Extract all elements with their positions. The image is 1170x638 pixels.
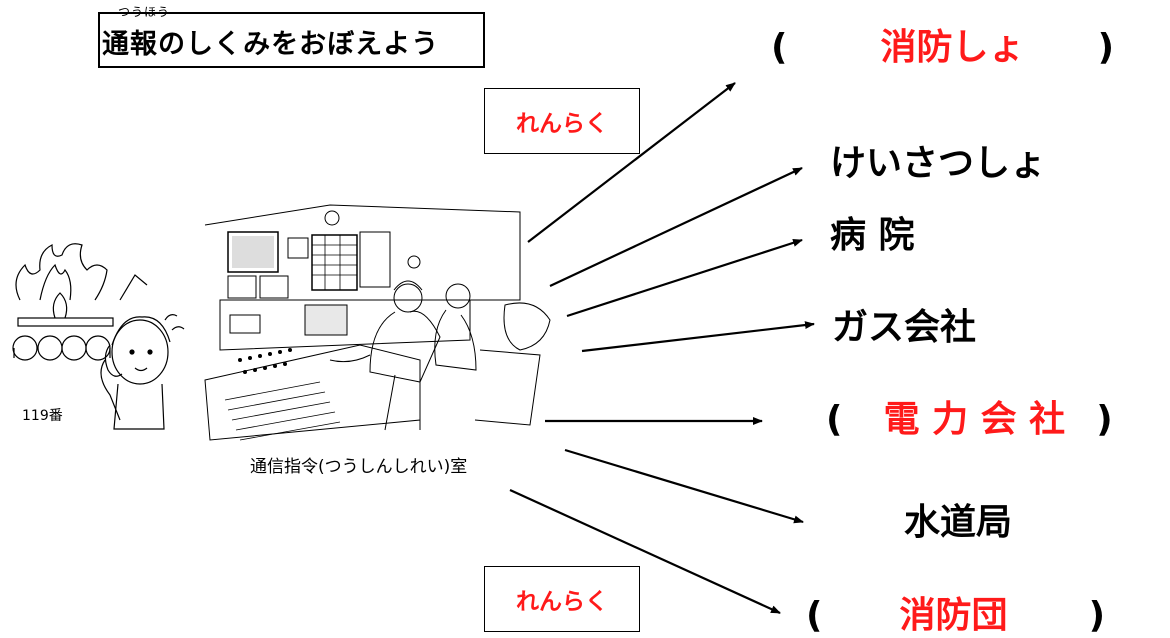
operator-icon: [434, 283, 477, 371]
answer-fire-brigade: 消防団: [899, 595, 1008, 636]
arrow-to-fire-brigade: [509, 488, 781, 615]
arrows: [509, 82, 815, 615]
caller-illustration: [12, 243, 185, 430]
renraku-label-top: れんらく: [484, 88, 640, 154]
destination-hospital: 病 院: [830, 215, 915, 256]
child-on-phone-icon: [100, 314, 185, 430]
destination-fire-brigade: ( 消防団 ): [806, 598, 1105, 634]
arrow-to-police: [549, 167, 803, 287]
close-paren: ): [1088, 595, 1106, 636]
title-ruby: つうほう: [118, 5, 171, 19]
open-paren: (: [826, 399, 843, 440]
renraku-label-bottom: れんらく: [484, 566, 640, 632]
answer-power-company: 電 力 会 社: [883, 399, 1066, 440]
page-title: 通報のしくみをおぼえよう: [102, 29, 440, 60]
dispatch-room-illustration: [204, 204, 551, 441]
fire-icon: [12, 243, 148, 361]
destination-water-bureau: 水道局: [904, 502, 1013, 543]
dispatch-room-caption: 通信指令(つうしんしれい)室: [250, 457, 468, 477]
chair-icon: [474, 302, 551, 426]
arrow-to-gas-company: [581, 321, 815, 353]
close-paren: ): [1096, 399, 1113, 440]
open-paren: (: [806, 595, 823, 636]
destination-power-company: ( 電 力 会 社 ): [826, 402, 1113, 438]
destination-police: けいさつしょ: [830, 143, 1047, 184]
title-box: [98, 12, 485, 68]
arrow-to-water-bureau: [564, 448, 804, 524]
destination-gas-company: ガス会社: [832, 307, 977, 348]
close-paren: ): [1097, 27, 1115, 68]
open-paren: (: [771, 27, 788, 68]
arrow-to-fire-station: [527, 82, 736, 243]
caller-label: 119番: [22, 408, 63, 424]
answer-fire-station: 消防しょ: [880, 27, 1025, 68]
operator-icon: [329, 280, 441, 431]
arrow-to-hospital: [566, 238, 803, 318]
destination-fire-station: ( 消防しょ ): [771, 30, 1114, 66]
